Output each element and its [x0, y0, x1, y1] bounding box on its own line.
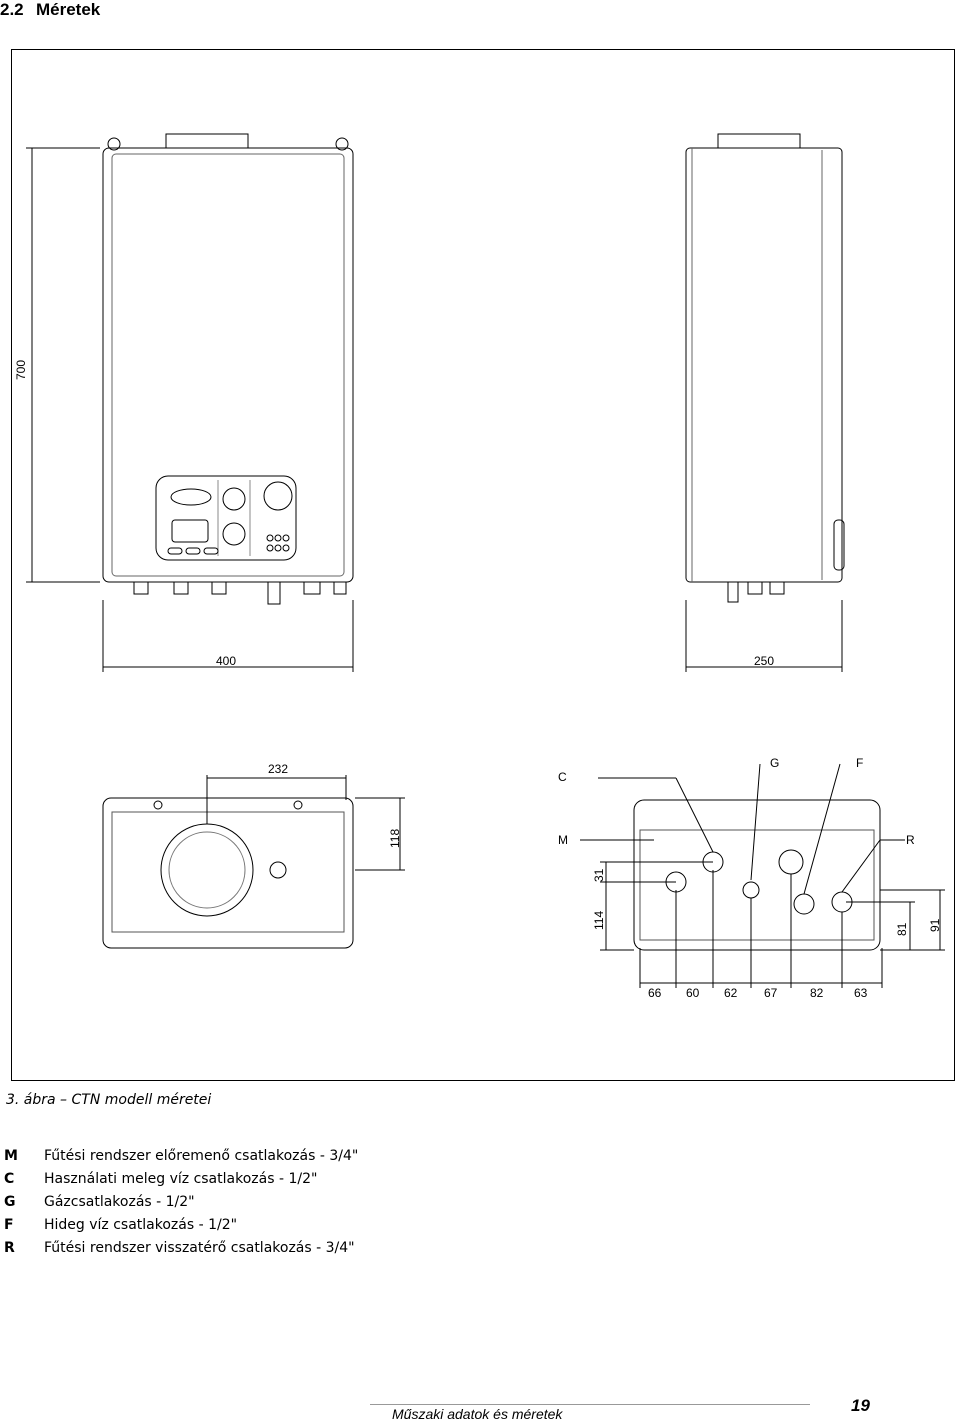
top-view — [102, 775, 405, 949]
legend-row: R Fűtési rendszer visszatérő csatlakozás … — [4, 1237, 358, 1260]
dim-91: 91 — [928, 918, 942, 932]
legend-text: Fűtési rendszer visszatérő csatlakozás -… — [44, 1240, 355, 1256]
legend-text: Használati meleg víz csatlakozás - 1/2" — [44, 1171, 318, 1187]
callout-g: G — [770, 756, 780, 770]
legend-code: C — [4, 1171, 15, 1187]
callout-c: C — [558, 770, 567, 784]
legend-text: Gázcsatlakozás - 1/2" — [44, 1194, 195, 1210]
section-title: Méretek — [36, 0, 101, 19]
dim-flue-118: 118 — [388, 828, 402, 848]
dim-bottom-0: 66 — [648, 986, 662, 1000]
dim-height-700: 700 — [14, 359, 28, 380]
figure-frame — [11, 49, 955, 1081]
callout-f: F — [856, 756, 864, 770]
figure-caption: 3. ábra – CTN modell méretei — [6, 1092, 212, 1108]
callout-r: R — [906, 833, 915, 847]
dim-81: 81 — [895, 922, 909, 936]
page-number: 19 — [851, 1396, 870, 1415]
legend-code: M — [4, 1148, 18, 1164]
legend-row: F Hideg víz csatlakozás - 1/2" — [4, 1214, 358, 1237]
bottom-view — [580, 763, 945, 988]
dim-bottom-1: 60 — [686, 986, 700, 1000]
legend: M Fűtési rendszer előremenő csatlakozás -… — [4, 1145, 358, 1260]
legend-text: Hideg víz csatlakozás - 1/2" — [44, 1217, 238, 1233]
legend-row: M Fűtési rendszer előremenő csatlakozás -… — [4, 1145, 358, 1168]
dim-bottom-4: 82 — [810, 986, 824, 1000]
section-heading: 2.2 Méretek — [0, 0, 100, 20]
footer-text: Műszaki adatok és méretek — [392, 1406, 563, 1422]
dim-114: 114 — [592, 910, 606, 930]
dim-bottom-3: 67 — [764, 986, 778, 1000]
legend-code: G — [4, 1194, 16, 1210]
legend-row: C Használati meleg víz csatlakozás - 1/2" — [4, 1168, 358, 1191]
side-view — [685, 133, 845, 672]
legend-text: Fűtési rendszer előremenő csatlakozás - … — [44, 1148, 359, 1164]
dim-width-400: 400 — [216, 654, 237, 668]
section-number: 2.2 — [0, 0, 24, 19]
dim-flue-232: 232 — [268, 762, 289, 776]
dim-depth-250: 250 — [754, 654, 775, 668]
dim-bottom-5: 63 — [854, 986, 868, 1000]
callout-m: M — [558, 833, 568, 847]
front-view — [26, 133, 354, 672]
legend-code: F — [4, 1217, 14, 1233]
legend-code: R — [4, 1240, 15, 1256]
dim-bottom-2: 62 — [724, 986, 738, 1000]
footer-divider — [370, 1404, 810, 1405]
dim-31: 31 — [592, 868, 606, 882]
legend-row: G Gázcsatlakozás - 1/2" — [4, 1191, 358, 1214]
